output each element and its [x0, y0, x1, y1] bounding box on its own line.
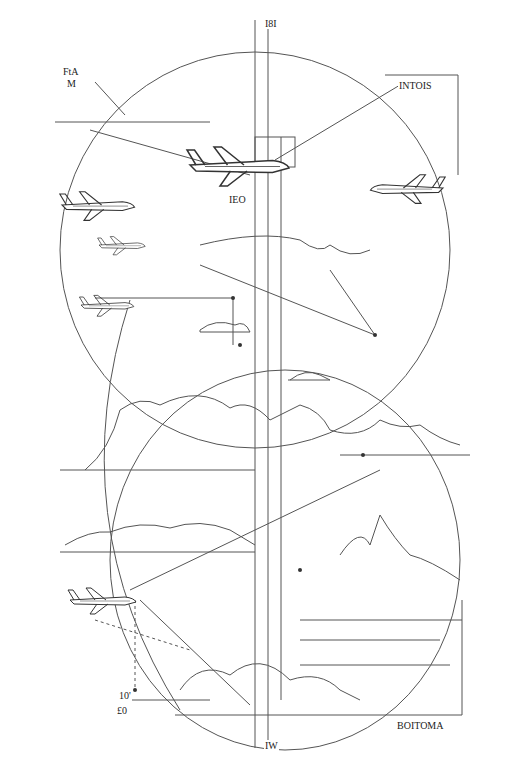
corner-code: FtA [62, 66, 80, 77]
bracket-label: BOITOMA [396, 720, 444, 731]
elevation-label: 10' [118, 690, 132, 701]
bracket-label: INTOIS [398, 80, 433, 91]
corner-code: M [66, 78, 77, 89]
axis-label: IW [264, 740, 279, 751]
elevation-label: £0 [116, 705, 128, 716]
axis-label: I8I [264, 18, 278, 29]
plane-label: IEO [228, 194, 247, 205]
